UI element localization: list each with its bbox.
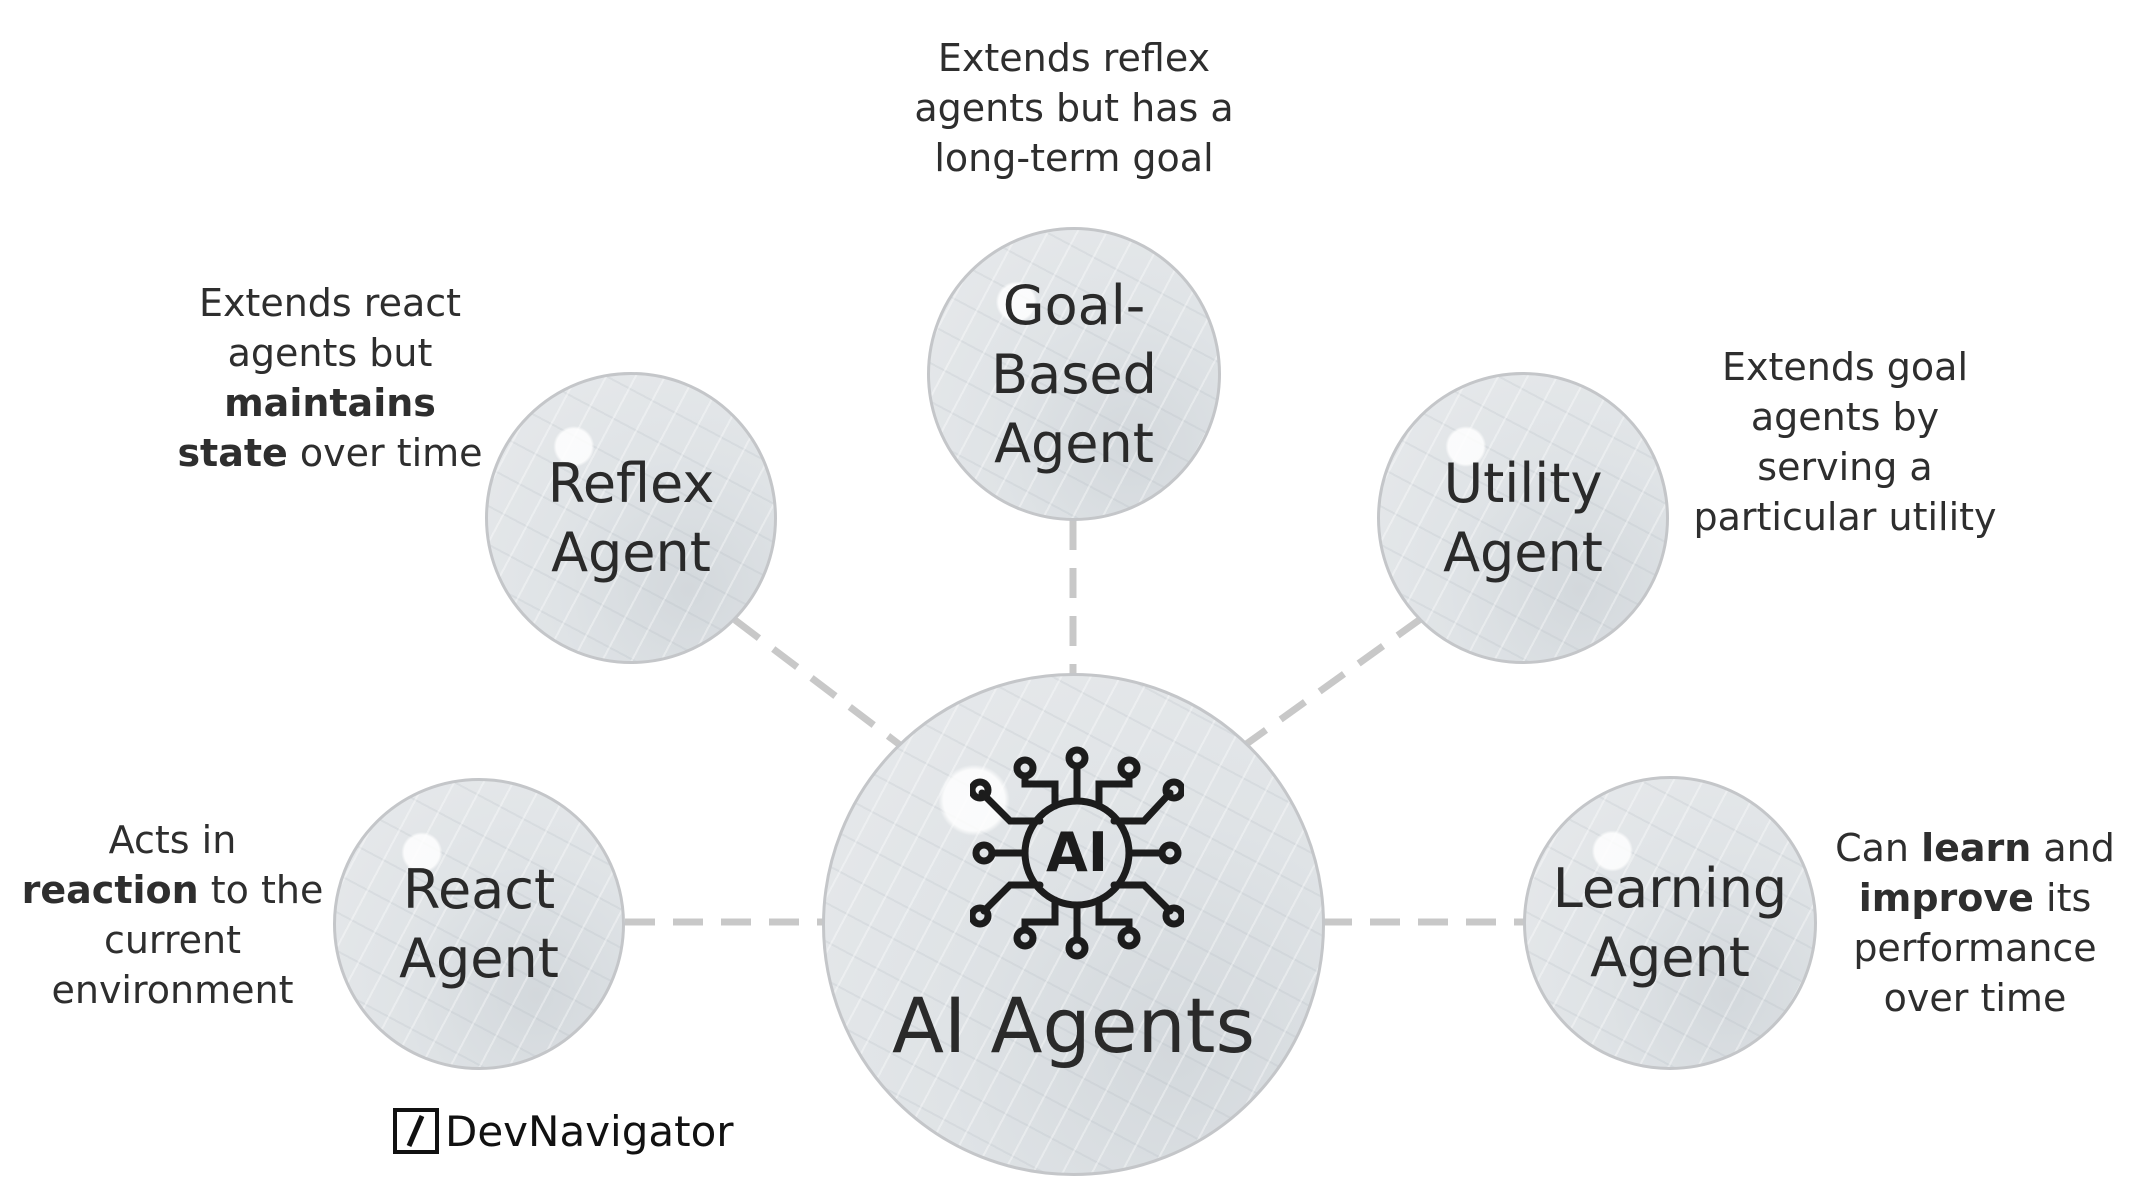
connector-utility xyxy=(1242,615,1425,748)
learning-agent-label: Learning Agent xyxy=(1552,857,1788,989)
node-learning-agent: Learning Agent xyxy=(1523,776,1817,1070)
brand-name: DevNavigator xyxy=(445,1106,734,1156)
utility-agent-label: Utility Agent xyxy=(1443,452,1603,584)
reflex-agent-description: Extends react agents but maintains state… xyxy=(177,281,483,475)
connector-reflex xyxy=(732,617,903,748)
icon-ai-text: AI xyxy=(1046,821,1108,884)
center-node-ai-agents: AI AI Agents xyxy=(822,673,1325,1176)
learning-agent-description: Can learn and improve its performance ov… xyxy=(1835,826,2115,1020)
utility-agent-description: Extends goal agents by serving a particu… xyxy=(1693,345,1997,539)
node-reflex-agent: Reflex Agent xyxy=(485,372,777,664)
node-utility-agent: Utility Agent xyxy=(1377,372,1669,664)
react-agent-description: Acts in reaction to the current environm… xyxy=(21,818,324,1012)
goal-based-agent-label: Goal- Based Agent xyxy=(991,273,1157,475)
ai-chip-circuit-icon: AI xyxy=(970,746,1184,960)
center-title: AI Agents xyxy=(891,981,1256,1070)
reflex-agent-label: Reflex Agent xyxy=(547,452,715,584)
slash-box-logo-icon xyxy=(393,1108,439,1154)
node-react-agent: React Agent xyxy=(333,778,625,1070)
goal-based-agent-description: Extends reflex agents but has a long-ter… xyxy=(914,36,1234,180)
devnavigator-brand: DevNavigator xyxy=(393,1105,734,1157)
react-agent-label: React Agent xyxy=(399,858,559,990)
node-goal-based-agent: Goal- Based Agent xyxy=(927,227,1221,521)
